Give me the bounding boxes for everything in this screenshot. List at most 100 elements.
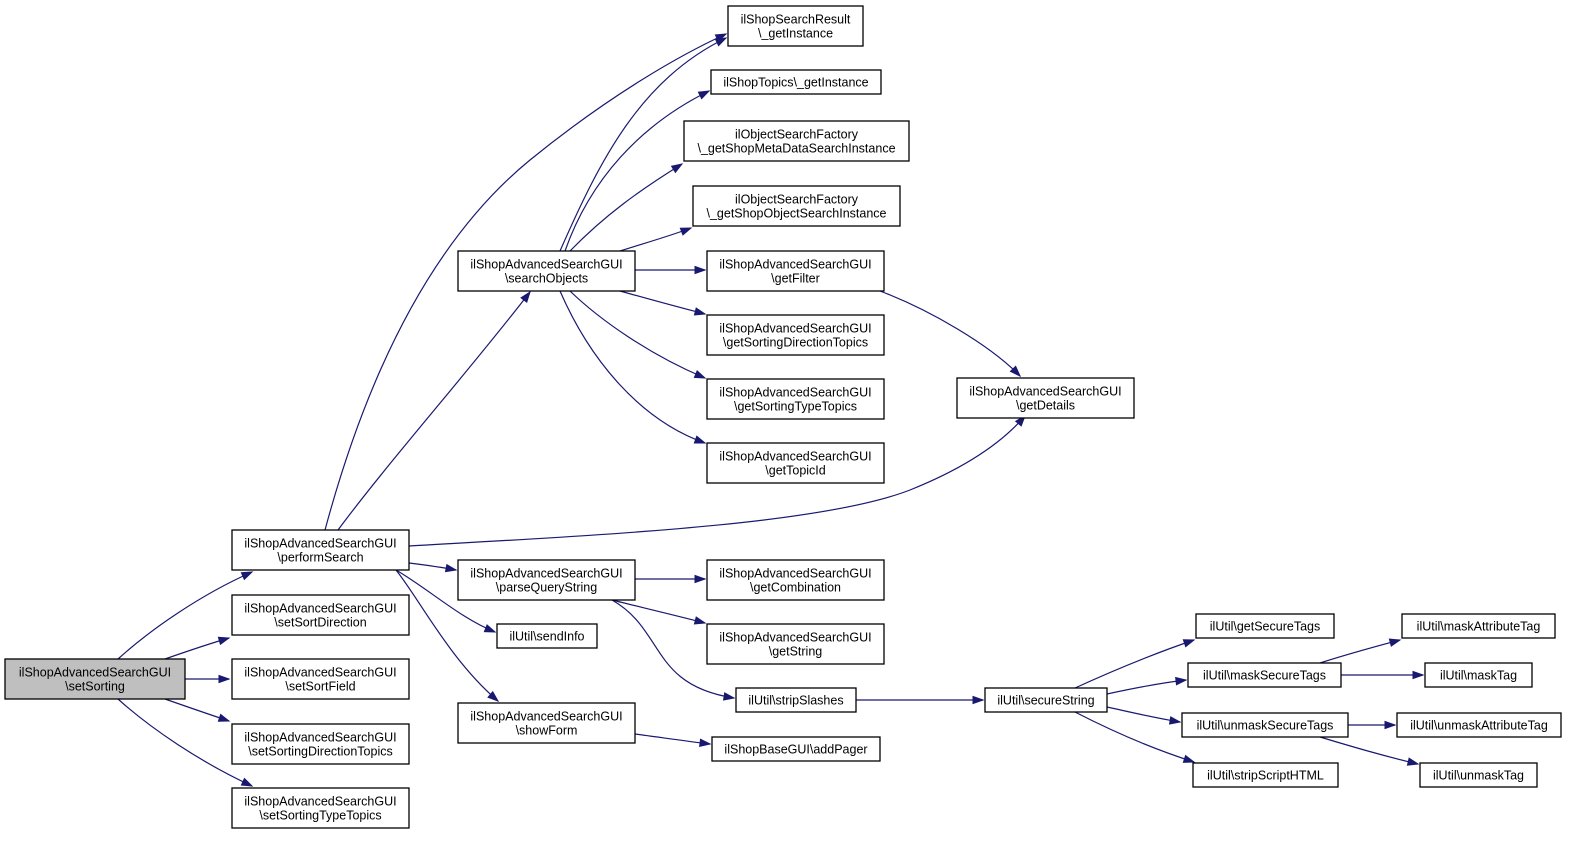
arrowhead-unmaskSecureTags-to-unmaskTag <box>1406 757 1420 766</box>
node-performSearch[interactable]: ilShopAdvancedSearchGUI\performSearch <box>231 529 410 571</box>
node-addPager[interactable]: ilShopBaseGUI\addPager <box>711 736 881 762</box>
arrowhead-searchObjects-to-searchResultInstance <box>714 37 728 47</box>
node-label-line: \parseQueryString <box>496 581 597 595</box>
node-getFilter[interactable]: ilShopAdvancedSearchGUI\getFilter <box>706 250 885 292</box>
node-label-line: ilShopAdvancedSearchGUI <box>719 450 871 464</box>
node-label-line: ilShopAdvancedSearchGUI <box>244 731 396 745</box>
node-setSortingDirectionTopics[interactable]: ilShopAdvancedSearchGUI\setSortingDirect… <box>231 723 410 765</box>
node-label-line: ilShopAdvancedSearchGUI <box>244 537 396 551</box>
arrowhead-getFilter-to-getDetails <box>1009 365 1022 378</box>
node-box <box>692 185 901 227</box>
node-box <box>1396 712 1562 738</box>
node-label-line: \setSortDirection <box>274 616 366 630</box>
node-stripScriptHTML[interactable]: ilUtil\stripScriptHTML <box>1192 762 1339 788</box>
edge-searchObjects-to-getSortingTypeTopics <box>569 290 706 379</box>
edge-parseQueryString-to-getString <box>611 599 706 624</box>
node-box <box>231 787 410 829</box>
node-label-line: ilUtil\getSecureTags <box>1210 620 1320 634</box>
node-box <box>231 658 410 700</box>
node-label-line: ilUtil\stripScriptHTML <box>1207 769 1324 783</box>
arrowhead-secureString-to-maskSecureTags <box>1175 676 1188 686</box>
node-objectSearch[interactable]: ilObjectSearchFactory\_getShopObjectSear… <box>692 185 901 227</box>
node-box <box>457 702 636 744</box>
node-box <box>457 250 636 292</box>
node-metaDataSearch[interactable]: ilObjectSearchFactory\_getShopMetaDataSe… <box>683 120 910 162</box>
node-getDetails[interactable]: ilShopAdvancedSearchGUI\getDetails <box>956 377 1135 419</box>
node-label-line: ilShopBaseGUI\addPager <box>724 743 867 757</box>
edge-getFilter-to-getDetails <box>879 290 1021 377</box>
node-getCombination[interactable]: ilShopAdvancedSearchGUI\getCombination <box>706 559 885 601</box>
node-box <box>683 120 910 162</box>
node-label-line: ilShopAdvancedSearchGUI <box>244 666 396 680</box>
arrowhead-stripSlashes-to-secureString <box>972 695 985 705</box>
node-getString[interactable]: ilShopAdvancedSearchGUI\getString <box>706 623 885 665</box>
arrowhead-searchObjects-to-topicsInstance <box>697 90 711 100</box>
arrowhead-searchObjects-to-objectSearch <box>679 227 693 236</box>
node-box <box>231 594 410 636</box>
node-setSortDirection[interactable]: ilShopAdvancedSearchGUI\setSortDirection <box>231 594 410 636</box>
node-label-line: ilUtil\maskTag <box>1440 669 1517 683</box>
node-label-line: ilShopAdvancedSearchGUI <box>719 322 871 336</box>
node-label-line: ilUtil\unmaskTag <box>1433 769 1524 783</box>
node-label-line: ilUtil\secureString <box>997 694 1094 708</box>
edge-secureString-to-stripScriptHTML <box>1074 711 1195 763</box>
node-unmaskSecureTags[interactable]: ilUtil\unmaskSecureTags <box>1181 712 1349 738</box>
edge-searchObjects-to-getSortingDirectionTopics <box>619 290 706 315</box>
node-secureString[interactable]: ilUtil\secureString <box>984 687 1108 713</box>
arrowhead-parseQueryString-to-getCombination <box>694 574 707 584</box>
node-label-line: \setSortingDirectionTopics <box>248 745 393 759</box>
node-unmaskTag[interactable]: ilUtil\unmaskTag <box>1419 762 1538 788</box>
arrowhead-secureString-to-getSecureTags <box>1182 639 1196 648</box>
node-getSortingTypeTopics[interactable]: ilShopAdvancedSearchGUI\getSortingTypeTo… <box>706 378 885 420</box>
node-setSorting[interactable]: ilShopAdvancedSearchGUI\setSorting <box>4 658 186 700</box>
node-searchObjects[interactable]: ilShopAdvancedSearchGUI\searchObjects <box>457 250 636 292</box>
node-label-line: ilUtil\maskAttributeTag <box>1417 620 1541 634</box>
edge-secureString-to-unmaskSecureTags <box>1106 706 1181 723</box>
arrowhead-maskSecureTags-to-maskTag <box>1412 670 1425 680</box>
node-label-line: ilShopAdvancedSearchGUI <box>244 795 396 809</box>
node-sendInfo[interactable]: ilUtil\sendInfo <box>496 623 598 649</box>
node-box <box>4 658 186 700</box>
node-label-line: \getSortingDirectionTopics <box>723 336 868 350</box>
node-box <box>231 723 410 765</box>
node-box <box>706 314 885 356</box>
node-label-line: \showForm <box>516 724 578 738</box>
node-label-line: \setSorting <box>65 680 125 694</box>
node-maskTag[interactable]: ilUtil\maskTag <box>1424 662 1533 688</box>
node-label-line: ilShopAdvancedSearchGUI <box>969 385 1121 399</box>
arrowhead-searchObjects-to-getFilter <box>694 265 707 275</box>
node-showForm[interactable]: ilShopAdvancedSearchGUI\showForm <box>457 702 636 744</box>
node-label-line: ilShopAdvancedSearchGUI <box>470 710 622 724</box>
node-setSortingTypeTopics[interactable]: ilShopAdvancedSearchGUI\setSortingTypeTo… <box>231 787 410 829</box>
node-box <box>1401 613 1556 639</box>
edge-performSearch-to-searchResultInstance <box>324 33 727 531</box>
node-box <box>457 559 636 601</box>
node-getSecureTags[interactable]: ilUtil\getSecureTags <box>1195 613 1335 639</box>
nodes-layer: ilShopAdvancedSearchGUI\setSortingilShop… <box>4 5 1562 829</box>
node-stripSlashes[interactable]: ilUtil\stripSlashes <box>735 687 857 713</box>
node-box <box>711 736 881 762</box>
arrowhead-setSorting-to-performSearch <box>240 571 254 581</box>
node-label-line: ilShopAdvancedSearchGUI <box>719 258 871 272</box>
node-maskAttributeTag[interactable]: ilUtil\maskAttributeTag <box>1401 613 1556 639</box>
edge-performSearch-to-getDetails <box>408 415 1026 547</box>
arrowhead-maskSecureTags-to-maskAttributeTag <box>1388 638 1402 647</box>
edge-searchObjects-to-objectSearch <box>619 227 692 252</box>
node-topicsInstance[interactable]: ilShopTopics\_getInstance <box>710 69 882 95</box>
node-box <box>231 529 410 571</box>
node-parseQueryString[interactable]: ilShopAdvancedSearchGUI\parseQueryString <box>457 559 636 601</box>
arrowhead-setSorting-to-setSortingTypeTopics <box>240 777 254 787</box>
node-box <box>706 442 885 484</box>
arrowhead-parseQueryString-to-getString <box>693 616 707 625</box>
node-label-line: \getSortingTypeTopics <box>734 400 857 414</box>
arrowhead-searchObjects-to-getTopicId <box>693 435 707 444</box>
node-maskSecureTags[interactable]: ilUtil\maskSecureTags <box>1187 662 1342 688</box>
arrowhead-searchObjects-to-getSortingTypeTopics <box>693 369 707 379</box>
node-getSortingDirectionTopics[interactable]: ilShopAdvancedSearchGUI\getSortingDirect… <box>706 314 885 356</box>
node-label-line: ilShopAdvancedSearchGUI <box>470 567 622 581</box>
node-unmaskAttributeTag[interactable]: ilUtil\unmaskAttributeTag <box>1396 712 1562 738</box>
node-setSortField[interactable]: ilShopAdvancedSearchGUI\setSortField <box>231 658 410 700</box>
node-label-line: ilShopSearchResult <box>741 13 851 27</box>
node-searchResultInstance[interactable]: ilShopSearchResult\_getInstance <box>727 5 864 47</box>
node-getTopicId[interactable]: ilShopAdvancedSearchGUI\getTopicId <box>706 442 885 484</box>
